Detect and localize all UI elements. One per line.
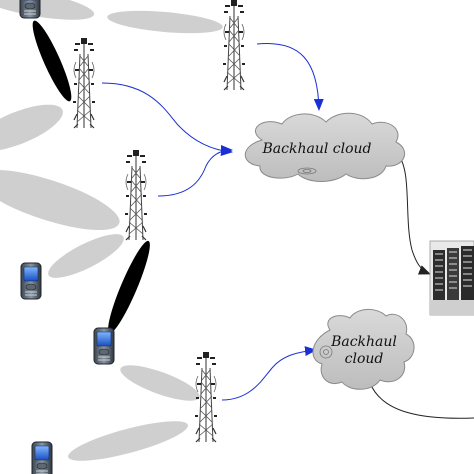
link-tower1-cloud1	[256, 43, 324, 111]
cell-tower-icon	[72, 37, 96, 129]
antenna-beams-dark	[32, 20, 150, 334]
link-tower3-cloud1	[157, 145, 233, 197]
beam-gray	[0, 104, 63, 152]
links	[101, 43, 474, 419]
link-cloud1-server	[397, 154, 431, 275]
link-cloud2-offscreen	[369, 382, 474, 419]
cell-tower-icon	[222, 0, 246, 91]
beam-black	[32, 20, 72, 102]
beam-gray	[0, 170, 120, 230]
mobile-phone-icon	[31, 441, 53, 474]
mobile-phone-icon	[93, 327, 115, 365]
beam-gray	[68, 421, 188, 461]
mobile-phone-icon	[19, 0, 41, 19]
link-tower4-cloud2	[221, 346, 317, 401]
beam-gray	[48, 234, 124, 278]
link-tower2-cloud1	[101, 82, 233, 156]
antenna-beams	[0, 0, 223, 461]
mobile-phone-icon	[20, 262, 42, 300]
beam-black	[108, 240, 150, 334]
beam-gray	[107, 10, 223, 34]
server-rack-icon	[429, 240, 474, 316]
beam-gray	[120, 365, 200, 401]
cell-tower-icon	[124, 149, 148, 241]
backhaul-cloud-2	[312, 309, 415, 390]
beam-gray	[0, 0, 95, 20]
backhaul-cloud-1	[244, 112, 406, 182]
cell-tower-icon	[194, 351, 218, 443]
